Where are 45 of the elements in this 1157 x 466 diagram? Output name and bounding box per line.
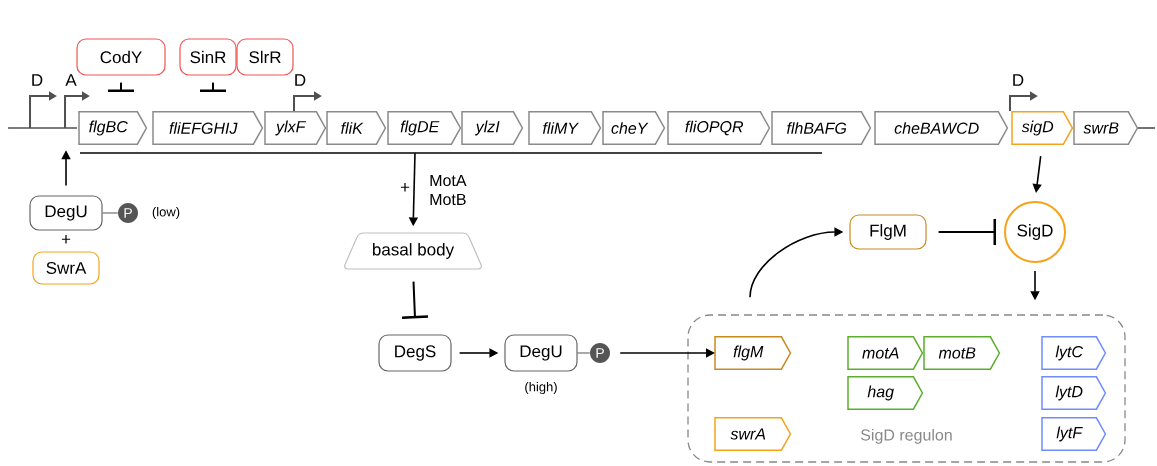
gene-box: ylzI — [461, 111, 524, 145]
protein-box: SwrA — [32, 251, 100, 285]
gene-box: fliOPQR — [667, 111, 771, 145]
connector — [102, 212, 119, 214]
promoter-label: D — [1013, 74, 1024, 86]
gene-box: ylxF — [264, 111, 327, 145]
gene-box: cheY — [602, 111, 666, 145]
gene-box: flgM — [714, 336, 792, 370]
gene-box: fliMY — [528, 111, 602, 145]
arrow — [1032, 155, 1042, 193]
gene-box: sigD — [1011, 111, 1074, 145]
protein-box: DegU — [29, 195, 103, 231]
protein-box: DegS — [378, 334, 452, 372]
gene-box: swrB — [1073, 111, 1139, 145]
gene-box: flgBC — [78, 111, 148, 145]
gene-box: cheBAWCD — [874, 111, 1009, 145]
gene-box: flgDE — [387, 111, 462, 145]
gene-box: hag — [847, 376, 924, 410]
protein-box: DegU — [504, 334, 578, 372]
inhibition-line — [937, 219, 996, 245]
gene-box: lytC — [1041, 336, 1107, 370]
plus-sign: + — [61, 235, 71, 244]
gene-box: fliEFGHIJ — [152, 111, 264, 145]
inhibition-line — [108, 81, 134, 92]
promoter-label: A — [65, 74, 77, 86]
gene-box: swrA — [714, 417, 792, 451]
edge-label: MotA MotB — [428, 173, 475, 207]
protein-box: SlrR — [236, 38, 294, 76]
inhibition-line — [401, 280, 428, 319]
protein-box: CodY — [76, 38, 166, 76]
gene-box: lytD — [1041, 376, 1107, 410]
level-label: (low) — [152, 206, 180, 220]
connector — [577, 352, 591, 354]
plus-sign: + — [400, 183, 410, 192]
gene-box: lytF — [1041, 417, 1107, 451]
promoter-label: D — [32, 74, 43, 86]
gene-box: motB — [923, 336, 1001, 370]
gene-box: fliK — [326, 111, 387, 145]
gene-box: flhBAFG — [771, 111, 872, 145]
protein-box: SinR — [179, 38, 237, 76]
level-label: (high) — [525, 381, 557, 395]
gene-box: motA — [847, 336, 924, 370]
inhibition-line — [200, 81, 226, 92]
promoter-label: D — [295, 74, 306, 86]
protein-box: FlgM — [849, 214, 927, 250]
